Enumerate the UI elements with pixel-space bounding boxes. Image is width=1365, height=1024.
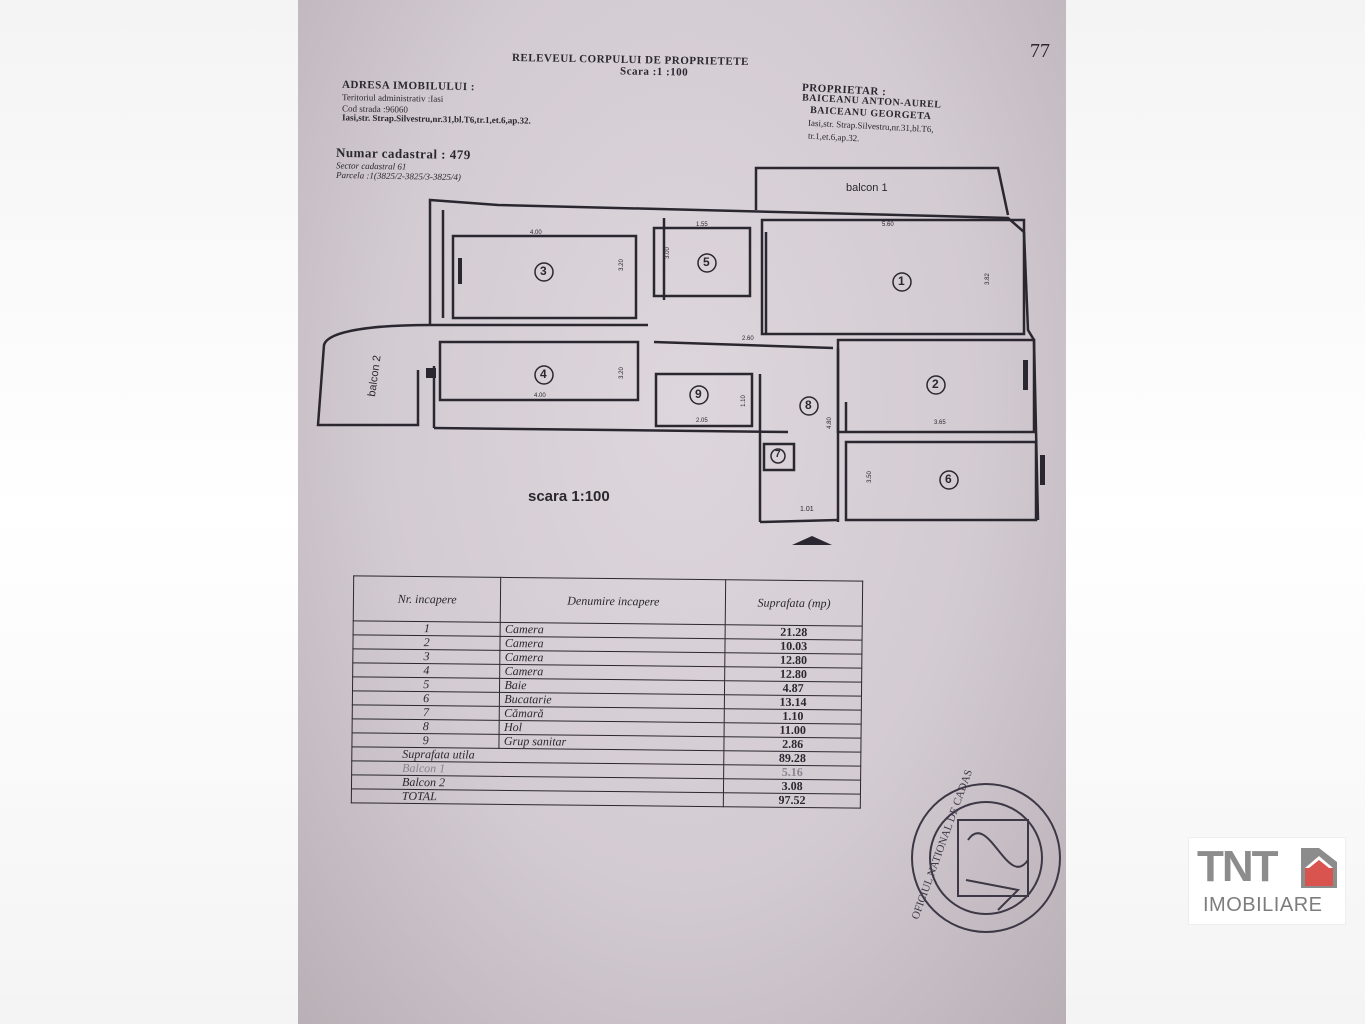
dim-r4-height: 3.20 (618, 367, 625, 379)
row-area: 12.80 (724, 666, 862, 683)
room-label-6: 6 (945, 472, 952, 486)
row-area: 21.28 (725, 624, 863, 641)
row-area: 4.87 (724, 680, 862, 697)
room-label-4: 4 (540, 367, 547, 381)
room-label-9: 9 (695, 387, 702, 401)
dim-r2-width: 3.65 (934, 420, 946, 426)
room-label-1: 1 (898, 274, 905, 288)
row-nr: 3 (352, 648, 501, 665)
room-1-marker (534, 262, 554, 282)
dim-r1-width: 5.60 (882, 222, 894, 228)
logo-brand: TNT (1197, 842, 1279, 891)
dim-entry-width: 1.01 (800, 506, 814, 513)
row-area: 10.03 (725, 638, 863, 655)
dim-r8-side: 4.80 (826, 417, 833, 429)
dim-r3-width: 4.00 (530, 230, 542, 236)
row-area: 13.14 (724, 694, 862, 711)
area-table-header: Nr. incapere Denumire incapere Suprafata… (353, 575, 863, 627)
row-nr: 1 (353, 620, 501, 637)
tnt-imobiliare-logo: TNT IMOBILIARE (1188, 837, 1346, 925)
total-value: 97.52 (723, 792, 861, 809)
row-nr: 8 (352, 718, 500, 735)
dim-r5-top: 1.55 (696, 222, 708, 228)
row-area: 2.86 (724, 736, 862, 753)
row-nr: 5 (352, 676, 501, 693)
row-nr: 2 (352, 634, 501, 651)
house-icon (1301, 848, 1337, 888)
room-label-5: 5 (703, 255, 710, 269)
col-denumire: Denumire incapere (500, 577, 727, 625)
dim-r4-width: 4.00 (534, 393, 546, 399)
col-nr: Nr. incapere (353, 575, 502, 623)
dim-r9-side: 1.10 (740, 395, 747, 407)
room-label-8: 8 (805, 398, 812, 412)
room-label-7: 7 (775, 449, 781, 460)
total-value: 3.08 (723, 778, 861, 795)
row-area: 11.00 (724, 722, 862, 739)
cadastral-stamp: OFICIUL NATIONAL DE CADASTRU GEODEZIE (910, 770, 1061, 933)
row-nr: 7 (352, 704, 500, 721)
area-table: Nr. incapere Denumire incapere Suprafata… (351, 575, 863, 809)
dim-r5-side: 3.00 (664, 247, 671, 259)
logo-subtitle: IMOBILIARE (1203, 894, 1323, 916)
col-suprafata: Suprafata (mp) (725, 579, 863, 627)
stamp-text: OFICIUL NATIONAL DE CADASTRU GEODEZIE (910, 770, 1003, 921)
row-nr: 9 (351, 732, 500, 749)
dim-r1-height: 3.82 (984, 273, 991, 285)
balcony-1-label: balcon 1 (846, 182, 888, 194)
row-nr: 4 (352, 662, 501, 679)
total-value: 5.16 (723, 764, 861, 781)
total-value: 89.28 (724, 750, 861, 767)
row-area: 12.80 (725, 652, 862, 669)
room-label-3: 3 (540, 264, 547, 278)
scanned-document: 77 RELEVEUL CORPULUI DE PROPRIETETE Scar… (298, 0, 1066, 1024)
dim-r9-bottom: 2.05 (696, 418, 708, 424)
floor-plan (316, 166, 1045, 545)
row-nr: 6 (352, 690, 500, 707)
plan-scale-label: scara 1:100 (528, 488, 610, 505)
total-label: TOTAL (351, 788, 724, 807)
page-number: 77 (1030, 40, 1050, 62)
row-area: 1.10 (724, 708, 862, 725)
room-label-2: 2 (932, 377, 939, 391)
dim-r3-height: 3.20 (618, 259, 625, 271)
dim-hall-top: 2.60 (742, 336, 754, 342)
dim-r6-side: 3.50 (866, 471, 873, 483)
